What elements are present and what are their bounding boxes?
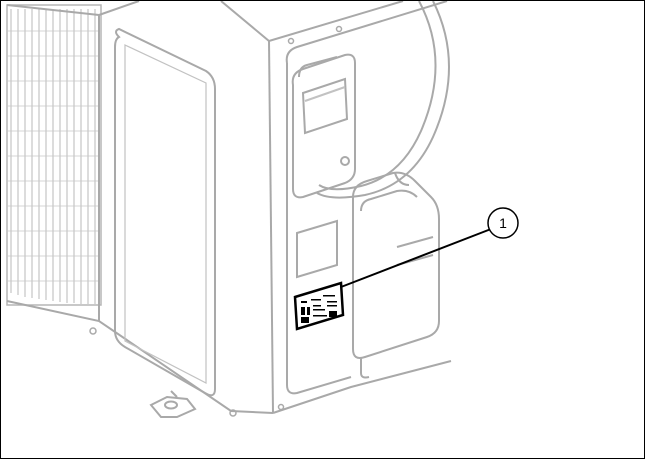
screw-details bbox=[89, 25, 343, 417]
blank-label-area bbox=[296, 219, 338, 279]
mounting-foot bbox=[149, 390, 197, 418]
condenser-grille bbox=[6, 4, 102, 306]
front-panel bbox=[114, 27, 216, 397]
callout-number-1: 1 bbox=[499, 215, 507, 231]
nameplate bbox=[293, 281, 345, 331]
refrigerant-pipe bbox=[316, 1, 450, 199]
service-side-panel bbox=[285, 1, 448, 395]
valve-cover bbox=[291, 53, 356, 199]
callout-leader-line bbox=[340, 228, 492, 288]
callout-bubble bbox=[487, 207, 519, 239]
unit-casing bbox=[6, 1, 452, 414]
electrical-cover bbox=[352, 171, 440, 379]
